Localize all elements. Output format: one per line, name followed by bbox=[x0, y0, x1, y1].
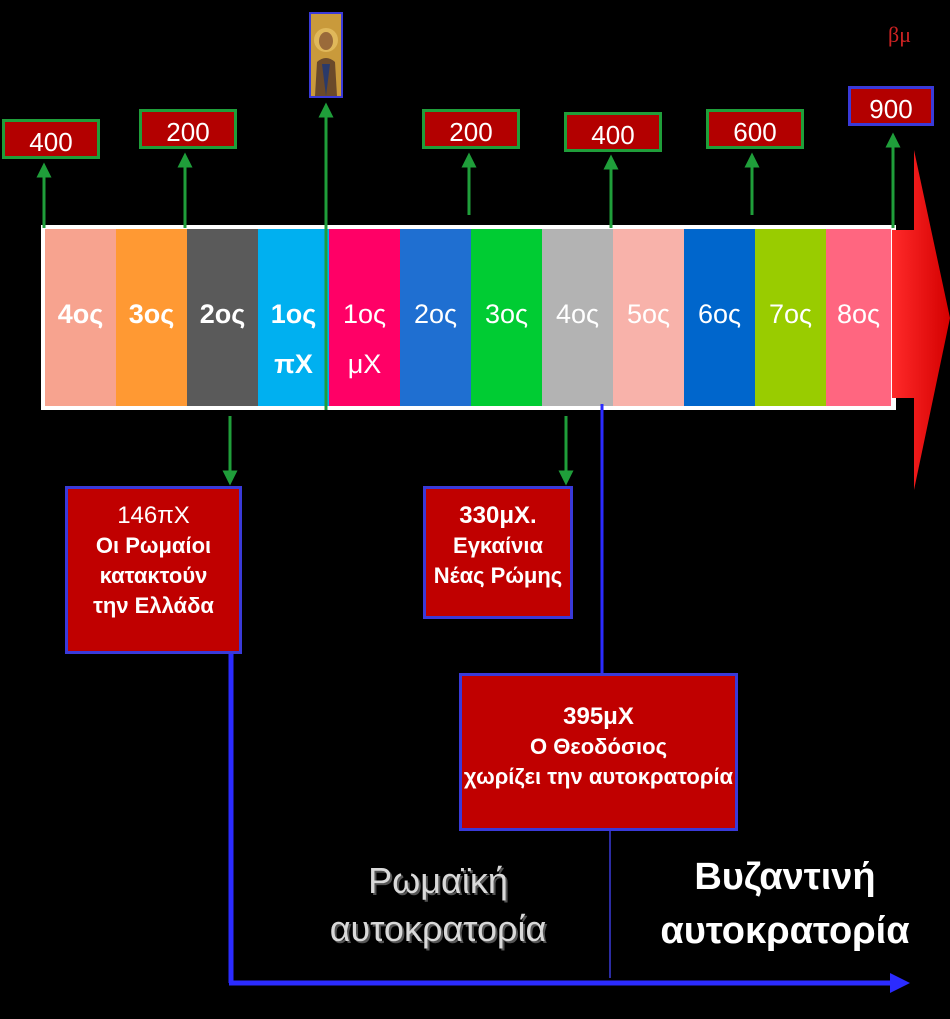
year-box-900-ad: 900 bbox=[848, 86, 934, 126]
roman-empire-line1: Ρωμαϊκή bbox=[368, 860, 508, 901]
timeline-arrowhead bbox=[892, 150, 950, 490]
century-label: 4ος bbox=[555, 299, 600, 329]
year-box-600-ad: 600 bbox=[706, 109, 804, 149]
year-box-200-bc: 200 bbox=[139, 109, 237, 149]
event-146bc-date: 146πΧ bbox=[117, 502, 190, 529]
event-395ad-date: 395μΧ bbox=[563, 703, 634, 730]
event-146bc-box: 146πΧ Οι Ρωμαίοι κατακτούν την Ελλάδα bbox=[65, 486, 242, 654]
year-box-400-ad: 400 bbox=[564, 112, 662, 152]
century-segment-5: 1ος μΧ bbox=[329, 229, 400, 406]
year-box-400-bc: 400 bbox=[2, 119, 100, 159]
event-330ad-date: 330μΧ. bbox=[459, 502, 537, 529]
event-330ad-line2: Νέας Ρώμης bbox=[433, 563, 563, 588]
event-146bc-line2: κατακτούν bbox=[99, 563, 208, 588]
event-395ad-line2: χωρίζει την αυτοκρατορία bbox=[463, 764, 734, 789]
century-segment-2: 3ος bbox=[116, 229, 187, 406]
event-330ad-box: 330μΧ. Εγκαίνια Νέας Ρώμης bbox=[423, 486, 573, 619]
century-label: 2ος bbox=[413, 299, 458, 329]
event-395ad-line1: Ο Θεοδόσιος bbox=[529, 734, 668, 759]
century-segment-9: 5ος bbox=[613, 229, 684, 406]
century-label: 3ος bbox=[484, 299, 529, 329]
roman-empire-line2: αυτοκρατορία bbox=[329, 908, 547, 949]
century-label: 2ος bbox=[199, 299, 246, 329]
century-label: 3ος bbox=[128, 299, 175, 329]
century-segment-8: 4ος bbox=[542, 229, 613, 406]
century-label: 7ος bbox=[768, 299, 813, 329]
byzantine-empire-line2: αυτοκρατορία bbox=[660, 910, 910, 952]
century-label: 1ος bbox=[342, 299, 387, 329]
century-label: 8ος bbox=[836, 299, 881, 329]
century-label: 5ος bbox=[626, 299, 671, 329]
era-suffix-label: μΧ bbox=[347, 349, 382, 379]
event-395ad-box: 395μΧ Ο Θεοδόσιος χωρίζει την αυτοκρατορ… bbox=[459, 673, 738, 831]
century-segment-11: 7ος bbox=[755, 229, 826, 406]
century-label: 6ος bbox=[697, 299, 742, 329]
roman-empire-label: Ρωμαϊκή αυτοκρατορία bbox=[318, 857, 558, 953]
century-label: 1ος bbox=[270, 299, 317, 329]
century-segment-3: 2ος bbox=[187, 229, 258, 406]
century-label: 4ος bbox=[57, 299, 104, 329]
christ-icon bbox=[309, 12, 343, 98]
era-suffix-label: πΧ bbox=[274, 349, 313, 379]
century-segment-12: 8ος bbox=[826, 229, 891, 406]
byzantine-empire-line1: Βυζαντινή bbox=[694, 856, 876, 898]
event-146bc-line1: Οι Ρωμαίοι bbox=[95, 533, 212, 558]
century-segment-4: 1ος πΧ bbox=[258, 229, 329, 406]
event-330ad-line1: Εγκαίνια bbox=[453, 533, 543, 558]
corner-mark: βμ bbox=[888, 22, 911, 47]
century-segment-10: 6ος bbox=[684, 229, 755, 406]
century-segment-7: 3ος bbox=[471, 229, 542, 406]
century-segment-6: 2ος bbox=[400, 229, 471, 406]
century-segment-1: 4ος bbox=[45, 229, 116, 406]
event-146bc-line3: την Ελλάδα bbox=[93, 593, 214, 618]
year-box-200-ad: 200 bbox=[422, 109, 520, 149]
byzantine-empire-label: Βυζαντινή αυτοκρατορία bbox=[660, 850, 910, 958]
